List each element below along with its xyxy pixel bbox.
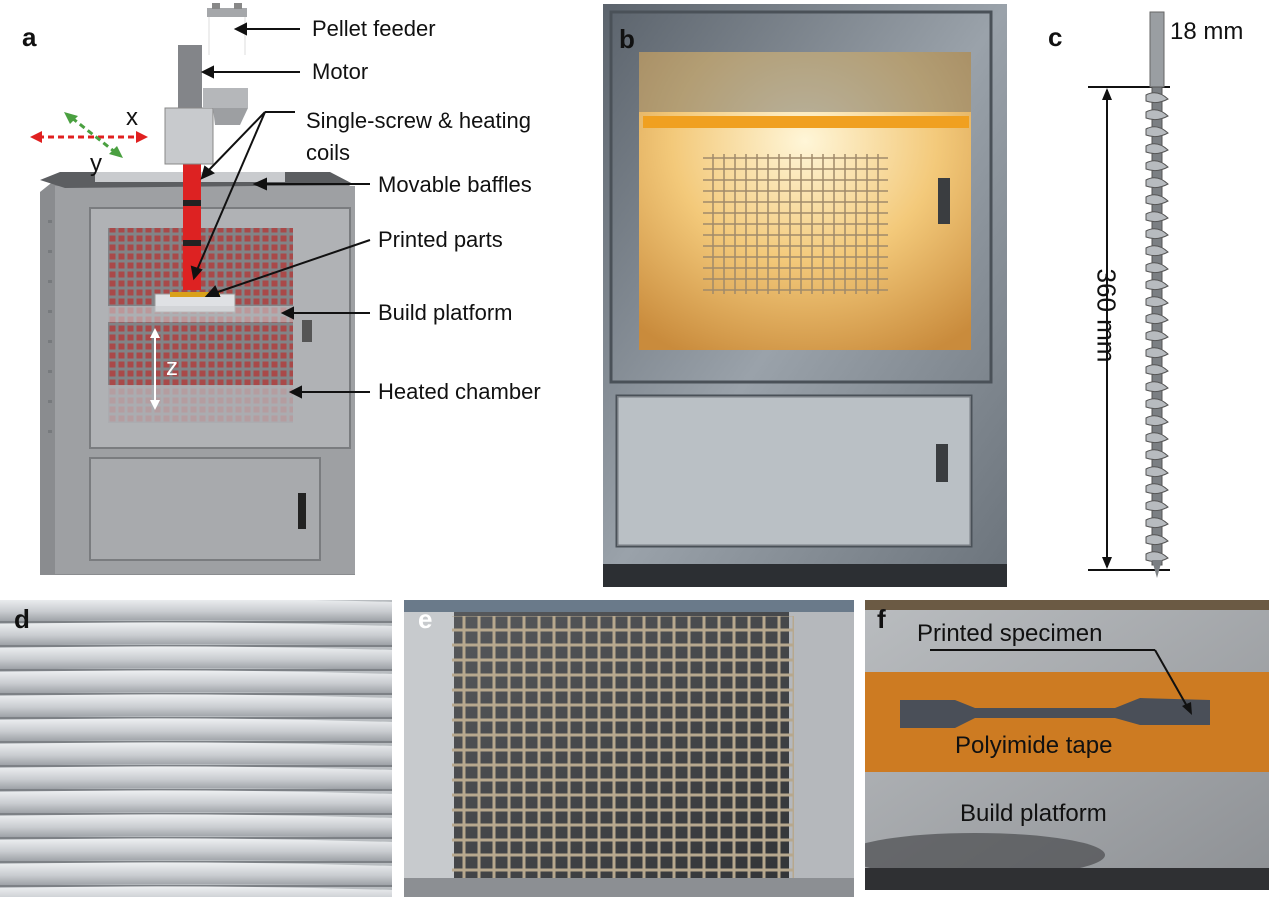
- panel-a: a x y z Pellet feeder Motor Single-screw…: [0, 0, 600, 590]
- baffle-fold: [0, 742, 392, 766]
- baffle-fold: [0, 814, 392, 838]
- panel-d: d: [0, 600, 392, 897]
- platform-photo: [865, 600, 1269, 890]
- baffle-fold: [0, 670, 392, 694]
- panel-label-e: e: [418, 604, 433, 634]
- callout-pellet-feeder: Pellet feeder: [312, 16, 436, 41]
- callout-printed-parts: Printed parts: [378, 227, 503, 252]
- label-printed-specimen: Printed specimen: [917, 620, 1103, 647]
- screw-flight: [1145, 517, 1169, 529]
- baffle-fold: [0, 766, 392, 790]
- screw-flight: [1145, 279, 1169, 291]
- screw-flight: [1145, 245, 1169, 257]
- axis-label-y: y: [90, 150, 102, 177]
- baffle-fold: [0, 718, 392, 742]
- label-build-platform: Build platform: [960, 800, 1107, 827]
- screw-flight: [1145, 364, 1169, 376]
- screw-flight: [1145, 92, 1169, 104]
- screw-flight: [1145, 313, 1169, 325]
- baffle-fold: [0, 622, 392, 646]
- panel-label-b: b: [619, 24, 635, 54]
- screw-flight: [1145, 177, 1169, 189]
- panel-f: f Printed specimen Polyimide tape Build …: [865, 600, 1269, 890]
- panel-c: c 18 mm 360 mm: [1020, 0, 1269, 590]
- panel-label-d: d: [14, 604, 30, 634]
- baffle-fold: [0, 838, 392, 862]
- screw-flight: [1145, 228, 1169, 240]
- screw-flight: [1145, 415, 1169, 427]
- printed-part: [170, 292, 220, 297]
- panel-label-c: c: [1048, 22, 1063, 52]
- screw-flight: [1145, 296, 1169, 308]
- screw-flight: [1145, 126, 1169, 138]
- screw-flight: [1145, 551, 1169, 563]
- screw-flight: [1145, 449, 1169, 461]
- callout-screw-line1: Single-screw & heating: [306, 108, 532, 133]
- printer-illustration: [30, 3, 371, 575]
- screw-flight: [1145, 347, 1169, 359]
- screw-flight: [1145, 398, 1169, 410]
- baffles-photo: [0, 600, 392, 897]
- rear-grille: [703, 154, 888, 294]
- screw-flight: [1145, 109, 1169, 121]
- baffle-fold: [0, 886, 392, 897]
- callout-baffles: Movable baffles: [378, 172, 532, 197]
- screw-flight: [1145, 330, 1169, 342]
- label-polyimide-tape: Polyimide tape: [955, 732, 1113, 759]
- callout-screw-line2: coils: [306, 140, 351, 165]
- screw-shank: [1149, 11, 1165, 88]
- panel-label-a: a: [22, 22, 37, 52]
- screw-flight: [1145, 211, 1169, 223]
- screw-flight: [1145, 432, 1169, 444]
- baffle-fold: [0, 862, 392, 886]
- panel-label-f: f: [877, 604, 886, 634]
- baffle-fold: [0, 790, 392, 814]
- screw-flight: [1145, 466, 1169, 478]
- grille-photo: [404, 600, 854, 897]
- panel-e: e: [404, 600, 854, 897]
- wire-grille: [452, 616, 794, 878]
- screw-flight: [1145, 500, 1169, 512]
- dimension-length: 360 mm: [1091, 268, 1122, 363]
- axis-label-x: x: [126, 104, 138, 131]
- baffle-fold: [0, 600, 392, 622]
- printed-specimen: [900, 698, 1210, 728]
- callout-motor: Motor: [312, 59, 369, 84]
- screw-flight: [1145, 160, 1169, 172]
- baffle-fold: [0, 694, 392, 718]
- axis-label-z: z: [166, 354, 178, 381]
- panel-b: b: [603, 4, 1007, 587]
- screw-flight: [1145, 483, 1169, 495]
- screw-flight: [1145, 381, 1169, 393]
- dimension-diameter: 18 mm: [1170, 18, 1244, 45]
- chamber-photo: [603, 4, 1007, 587]
- heated-screw: [183, 160, 201, 290]
- callout-build-platform: Build platform: [378, 300, 513, 325]
- screw-illustration: [1088, 11, 1170, 578]
- pellet-feeder: [207, 8, 247, 17]
- screw-flight: [1145, 262, 1169, 274]
- baffle-fold: [0, 646, 392, 670]
- screw-flight: [1145, 143, 1169, 155]
- screw-flight: [1145, 194, 1169, 206]
- callout-heated-chamber: Heated chamber: [378, 379, 541, 404]
- screw-flight: [1145, 534, 1169, 546]
